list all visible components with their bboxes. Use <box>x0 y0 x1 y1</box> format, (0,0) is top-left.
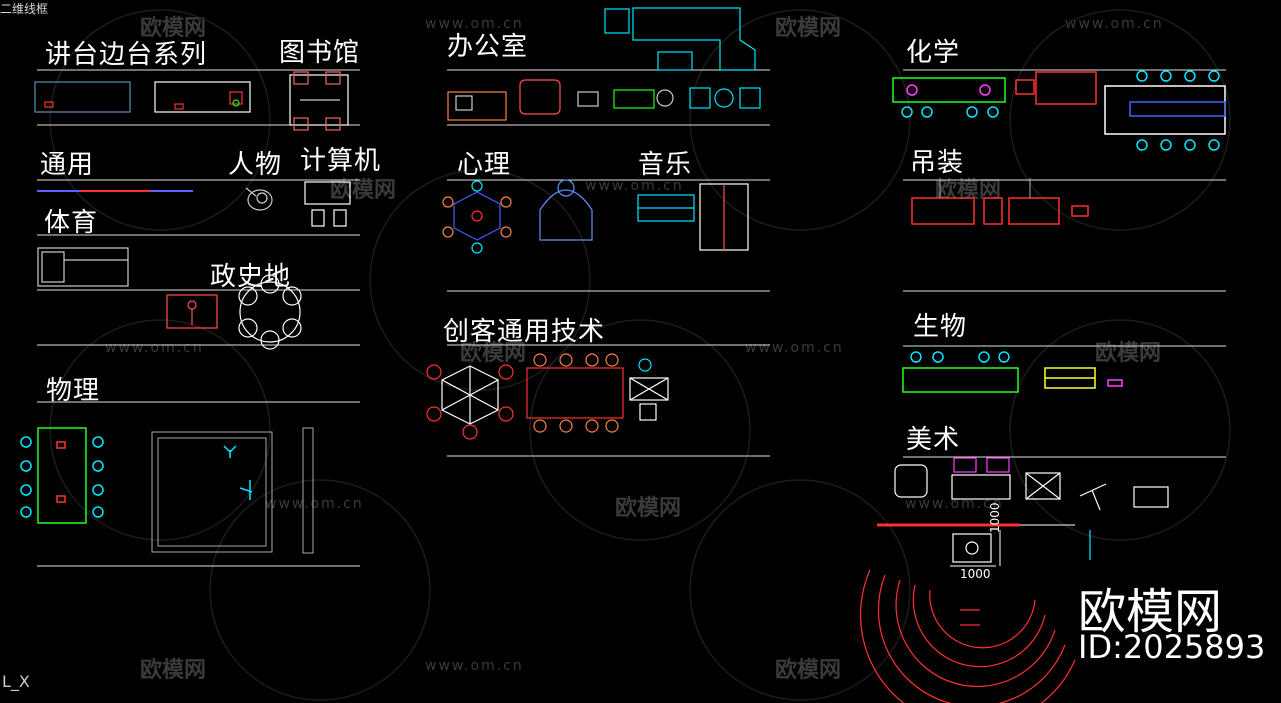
watermark-site: www.om.cn <box>1065 16 1164 32</box>
watermark-site: www.om.cn <box>425 658 524 674</box>
watermark-brand: 欧模网 <box>935 178 1002 203</box>
title-psychology: 心理 <box>457 150 512 180</box>
watermark-site: www.om.cn <box>745 340 844 356</box>
title-computer: 计算机 <box>300 146 382 176</box>
section-lines <box>37 69 1226 567</box>
title-maker: 创客通用技术 <box>443 317 606 347</box>
title-hanging: 吊装 <box>910 148 965 178</box>
title-politics: 政史地 <box>210 262 292 292</box>
watermark-brand: 欧模网 <box>775 16 842 41</box>
podium-symbols <box>34 81 251 113</box>
viewport-label[interactable]: 二维线框 <box>0 2 49 16</box>
lecture-hall <box>859 523 1091 703</box>
maker-symbols <box>426 353 669 440</box>
title-office: 办公室 <box>447 32 529 62</box>
title-sports: 体育 <box>44 208 99 238</box>
brand-id: ID:2025893 <box>1078 628 1266 666</box>
watermark-brand: 欧模网 <box>615 496 682 521</box>
title-art: 美术 <box>906 425 961 455</box>
brand-name: 欧模网 <box>1078 584 1223 640</box>
title-podium: 讲台边台系列 <box>45 40 208 70</box>
chemistry-symbols <box>892 70 1226 151</box>
politics-symbols <box>166 274 302 350</box>
title-music: 音乐 <box>638 150 693 180</box>
watermark-brand: 欧模网 <box>140 16 207 41</box>
title-library: 图书馆 <box>279 38 361 68</box>
watermark-site: www.om.cn <box>905 496 1004 512</box>
watermark-brand: 欧模网 <box>1095 341 1162 366</box>
psychology-symbols <box>442 179 593 254</box>
watermark-site: www.om.cn <box>105 340 204 356</box>
watermark-brand: 欧模网 <box>775 658 842 683</box>
sports-symbols <box>37 247 129 287</box>
computer-symbols <box>304 181 351 227</box>
title-physics: 物理 <box>46 376 101 406</box>
title-general: 通用 <box>40 150 95 180</box>
title-biology: 生物 <box>913 312 968 342</box>
art-symbols <box>894 457 1169 511</box>
office-symbols <box>447 7 761 121</box>
title-people: 人物 <box>228 150 283 180</box>
library-symbols <box>289 71 349 131</box>
physics-symbols <box>20 427 314 554</box>
watermark-brand: 欧模网 <box>140 658 207 683</box>
dimension-width: 1000 <box>960 567 991 581</box>
watermark-site: www.om.cn <box>585 178 684 194</box>
people-symbol <box>245 187 273 211</box>
biology-symbols <box>902 351 1123 393</box>
title-chemistry: 化学 <box>906 38 961 68</box>
music-symbols <box>637 183 749 251</box>
hanging-symbols <box>911 178 1089 225</box>
watermark-site: www.om.cn <box>425 16 524 32</box>
dimension-height: 1000 <box>988 502 1002 533</box>
watermark-circles <box>49 9 1231 701</box>
ucs-icon: L_X <box>2 672 30 691</box>
